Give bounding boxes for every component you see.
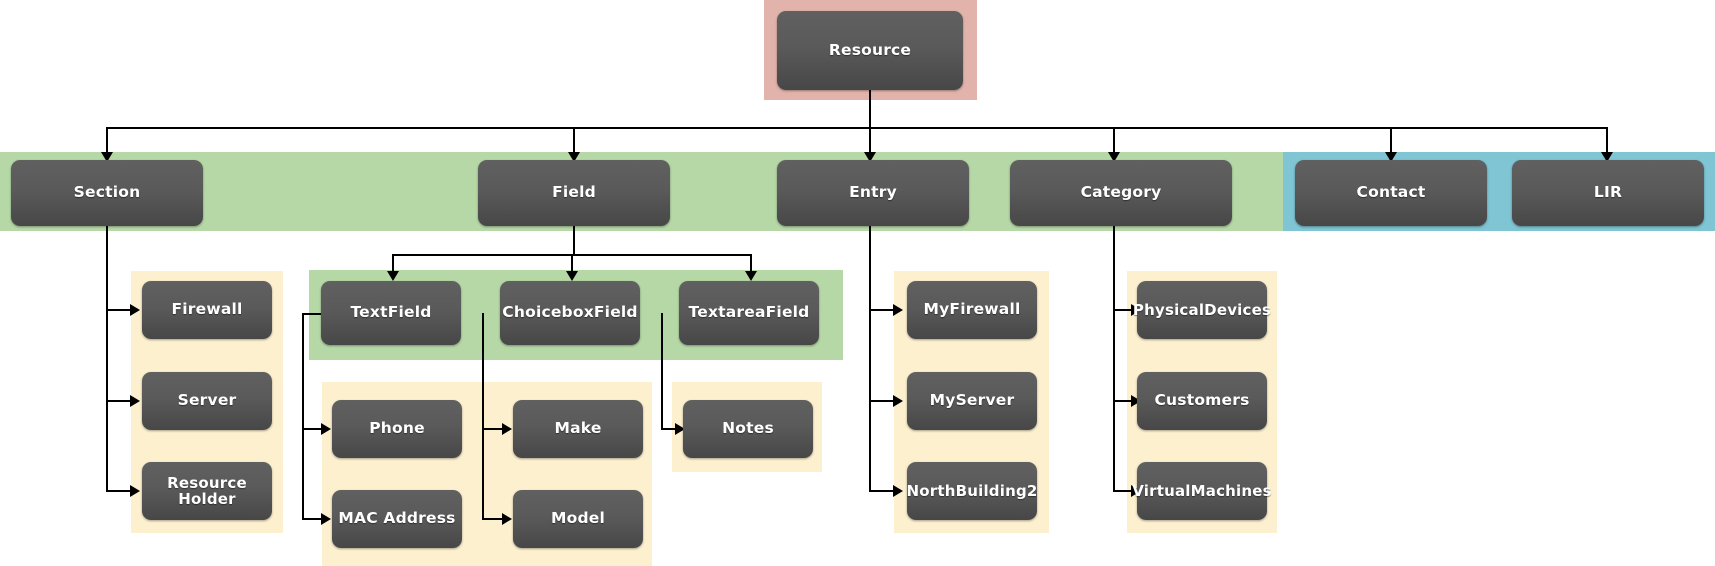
edge-resource-bus (106, 127, 1608, 129)
node-physicaldevices[interactable]: PhysicalDevices (1133, 281, 1271, 339)
edge-resource-to-entry (869, 127, 871, 155)
node-section[interactable]: Section (11, 160, 203, 226)
edge-category-to-physicaldevices (1113, 309, 1139, 311)
arrowhead-field (568, 152, 580, 162)
node-northbuilding2[interactable]: NorthBuilding2 (906, 462, 1037, 520)
edge-category-to-virtualmachines (1113, 490, 1139, 492)
arrowhead-northbuilding2 (893, 485, 903, 497)
edge-section-stem (106, 226, 108, 492)
edge-textfield-to-phone (302, 428, 323, 430)
arrowhead-customers (1131, 395, 1141, 407)
edge-resource-to-category (1113, 127, 1115, 155)
node-field[interactable]: Field (478, 160, 670, 226)
edge-entry-stem (869, 226, 871, 492)
node-phone[interactable]: Phone (332, 400, 462, 458)
edge-field-stem (573, 226, 575, 254)
node-firewall[interactable]: Firewall (142, 281, 272, 339)
edge-field-to-textfield (392, 254, 394, 274)
arrowhead-choiceboxfield (566, 271, 578, 281)
edge-choicebox-to-make (482, 428, 504, 430)
edge-field-to-choiceboxfield (571, 254, 573, 274)
arrowhead-resource-holder (130, 485, 140, 497)
node-entry[interactable]: Entry (777, 160, 969, 226)
arrowhead-lir (1601, 152, 1613, 162)
edge-category-stem (1113, 226, 1115, 492)
arrowhead-section (101, 152, 113, 162)
edge-textfield-exit (302, 313, 323, 315)
edge-choicebox-to-model (482, 518, 504, 520)
node-virtualmachines[interactable]: VirtualMachines (1132, 462, 1272, 520)
edge-resource-to-contact (1390, 127, 1392, 155)
node-notes[interactable]: Notes (683, 400, 813, 458)
arrowhead-virtualmachines (1131, 485, 1141, 497)
edge-entry-to-myserver (869, 400, 895, 402)
node-choiceboxfield[interactable]: ChoiceboxField (500, 281, 640, 345)
edge-section-to-server (106, 400, 132, 402)
node-textfield[interactable]: TextField (321, 281, 461, 345)
node-make[interactable]: Make (513, 400, 643, 458)
edge-resource-stem (869, 90, 871, 128)
arrowhead-category (1108, 152, 1120, 162)
edge-entry-to-myfirewall (869, 309, 895, 311)
node-resource-holder[interactable]: Resource Holder (142, 462, 272, 520)
node-contact[interactable]: Contact (1295, 160, 1487, 226)
node-textareafield[interactable]: TextareaField (679, 281, 819, 345)
arrowhead-phone (321, 423, 331, 435)
arrowhead-textfield (387, 271, 399, 281)
arrowhead-entry (864, 152, 876, 162)
edge-field-to-textareafield (750, 254, 752, 274)
arrowhead-myserver (893, 395, 903, 407)
edge-textarea-stem (661, 313, 663, 429)
arrowhead-myfirewall (893, 304, 903, 316)
arrowhead-notes (675, 423, 685, 435)
arrowhead-textareafield (745, 271, 757, 281)
arrowhead-make (502, 423, 512, 435)
node-lir[interactable]: LIR (1512, 160, 1704, 226)
edge-textfield-to-mac-address (302, 518, 323, 520)
edge-textfield-stem (302, 313, 304, 519)
node-myserver[interactable]: MyServer (907, 372, 1037, 430)
node-mac-address[interactable]: MAC Address (332, 490, 462, 548)
node-resource[interactable]: Resource (777, 11, 963, 90)
node-category[interactable]: Category (1010, 160, 1232, 226)
edge-section-to-firewall (106, 309, 132, 311)
node-customers[interactable]: Customers (1137, 372, 1267, 430)
node-model[interactable]: Model (513, 490, 643, 548)
edge-resource-to-field (573, 127, 575, 155)
arrowhead-firewall (130, 304, 140, 316)
arrowhead-mac-address (321, 513, 331, 525)
edge-entry-to-northbuilding2 (869, 490, 895, 492)
edge-section-to-resource-holder (106, 490, 132, 492)
edge-resource-to-section (106, 127, 108, 155)
edge-choicebox-stem (482, 313, 484, 519)
edge-resource-to-lir (1606, 127, 1608, 155)
arrowhead-model (502, 513, 512, 525)
node-server[interactable]: Server (142, 372, 272, 430)
node-myfirewall[interactable]: MyFirewall (907, 281, 1037, 339)
arrowhead-contact (1385, 152, 1397, 162)
arrowhead-physicaldevices (1131, 304, 1141, 316)
arrowhead-server (130, 395, 140, 407)
edge-textarea-to-notes (661, 428, 683, 430)
edge-category-to-customers (1113, 400, 1139, 402)
